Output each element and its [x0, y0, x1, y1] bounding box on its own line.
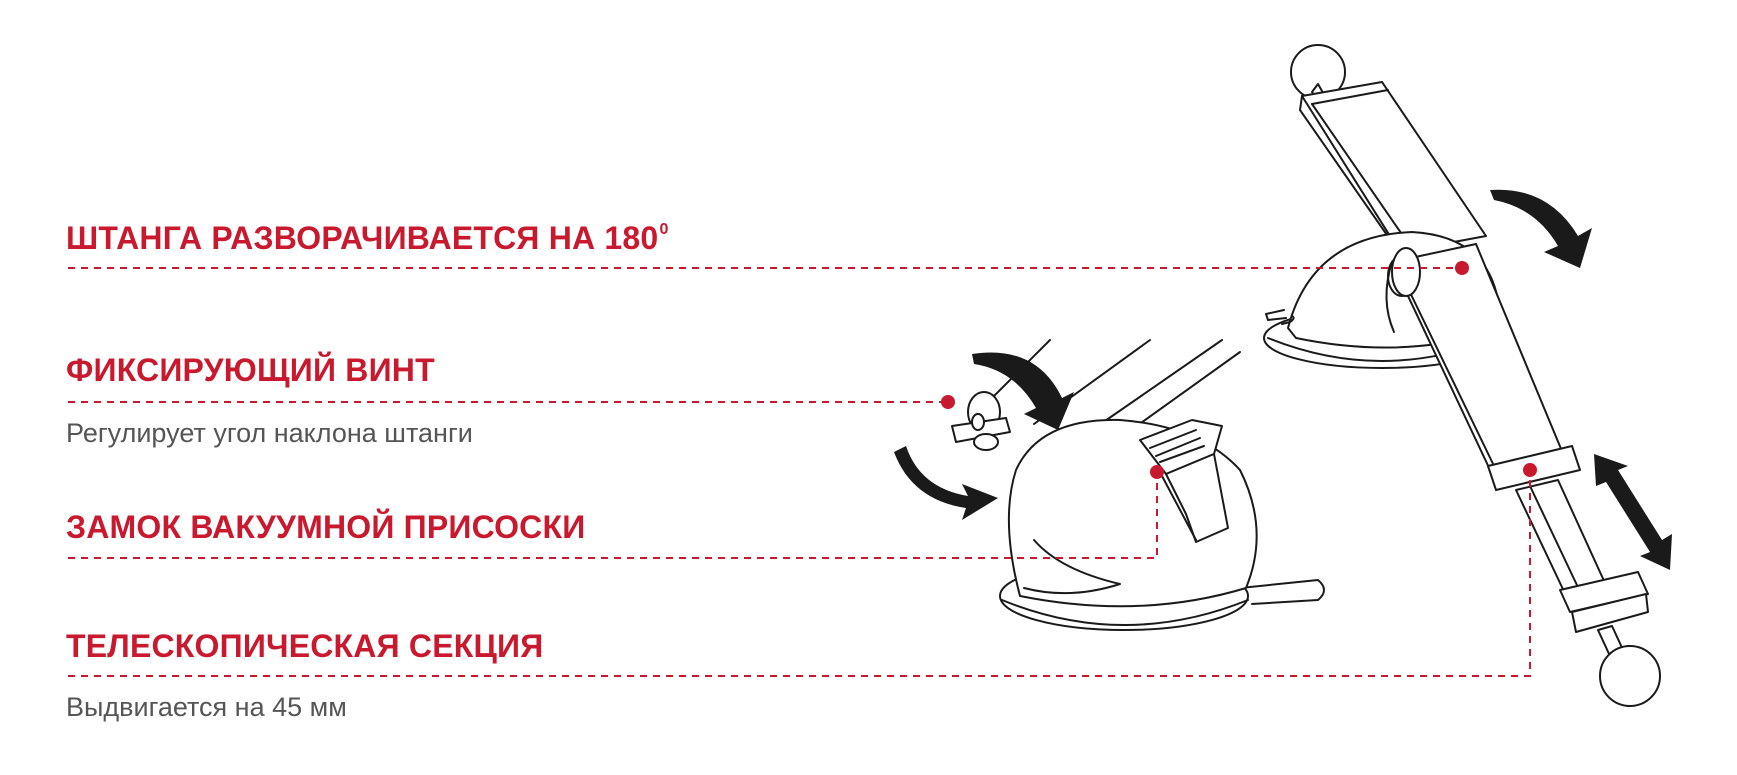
- callout-dot-rotate: [1455, 261, 1469, 275]
- callout-subtitle-screw: Регулирует угол наклона штанги: [66, 418, 473, 448]
- callout-dot-telescopic: [1523, 463, 1537, 477]
- left-mount: [894, 339, 1325, 631]
- callout-title-rotate-text: ШТАНГА РАЗВОРАЧИВАЕТСЯ НА 180: [66, 220, 659, 256]
- callout-line-suction-lock: [68, 465, 1164, 559]
- callout-line-rotate: [68, 261, 1469, 275]
- callout-line-telescopic: [68, 463, 1537, 677]
- curved-arrow-icon: [1490, 189, 1592, 268]
- callout-subtitle-telescopic: Выдвигается на 45 мм: [66, 692, 347, 722]
- fixing-screw: [951, 391, 1011, 451]
- callout-dot-screw: [941, 395, 955, 409]
- callout-dot-suction-lock: [1150, 465, 1164, 479]
- callout-line-screw: [68, 395, 955, 409]
- upper-arm: [1299, 81, 1487, 253]
- callout-title-suction-lock: ЗАМОК ВАКУУМНОЙ ПРИСОСКИ: [66, 509, 586, 545]
- double-headed-arrow-icon: [1594, 454, 1672, 570]
- degree-superscript: 0: [659, 221, 669, 238]
- callout-title-rotate: ШТАНГА РАЗВОРАЧИВАЕТСЯ НА 1800: [66, 220, 669, 256]
- curved-arrow-icon: [894, 446, 998, 520]
- callout-title-screw: ФИКСИРУЮЩИЙ ВИНТ: [66, 352, 435, 388]
- callout-title-telescopic: ТЕЛЕСКОПИЧЕСКАЯ СЕКЦИЯ: [66, 628, 544, 664]
- curved-arrow-icon: [972, 352, 1074, 430]
- telescopic-bar: [1391, 243, 1661, 707]
- right-mount: [1263, 44, 1672, 707]
